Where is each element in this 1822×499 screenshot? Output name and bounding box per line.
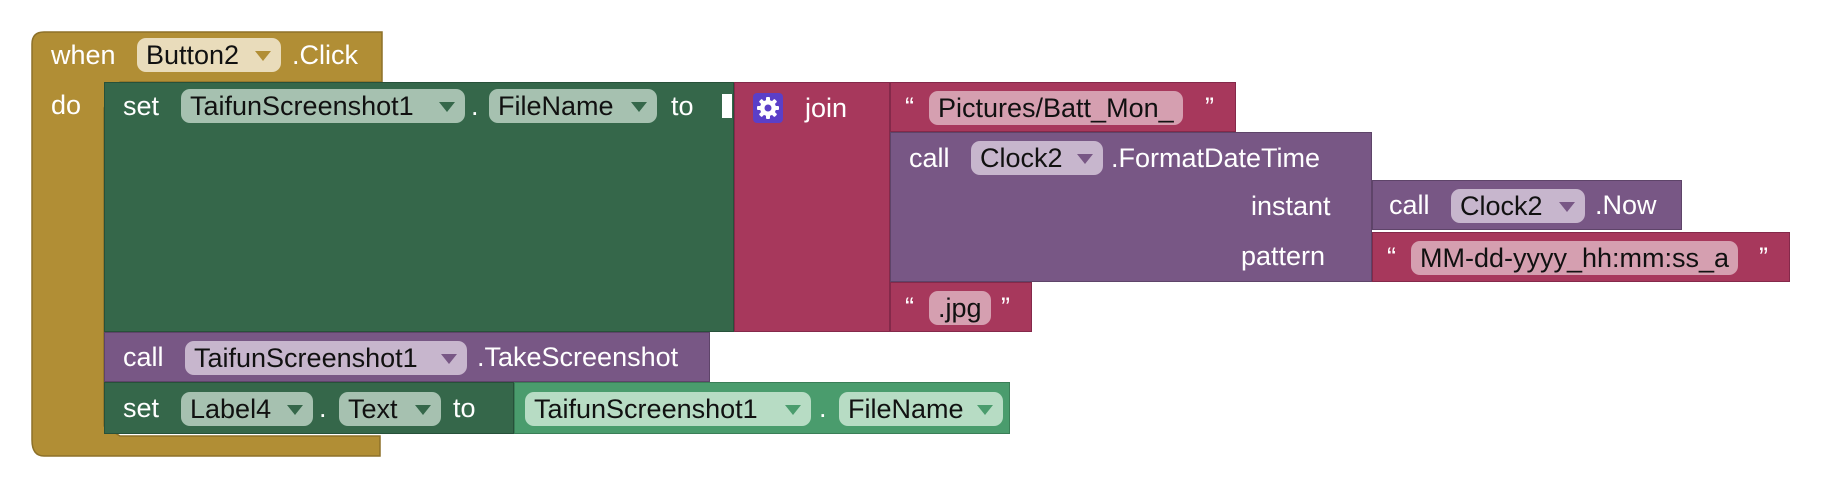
dot-separator: . xyxy=(471,91,479,121)
format-date-time-block[interactable]: call Clock2 .FormatDateTime instant patt… xyxy=(890,132,1372,282)
take-screenshot-method-label: .TakeScreenshot xyxy=(477,342,679,372)
join-label: join xyxy=(805,93,848,123)
clock-now-block[interactable]: call Clock2 .Now xyxy=(1372,180,1682,230)
chevron-down-icon xyxy=(1077,154,1093,164)
chevron-down-icon xyxy=(977,405,993,415)
format-component-dropdown[interactable]: Clock2 xyxy=(971,141,1103,175)
text-block-pictures[interactable]: “ Pictures/Batt_Mon_ ” xyxy=(890,82,1236,132)
open-quote: “ xyxy=(905,292,914,322)
text-field-pattern[interactable]: MM-dd-yyyy_hh:mm:ss_a xyxy=(1411,241,1739,275)
text-field-pictures[interactable]: Pictures/Batt_Mon_ xyxy=(929,91,1183,125)
instant-label: instant xyxy=(1251,191,1331,221)
when-label: when xyxy=(51,40,116,70)
dot-separator: . xyxy=(819,393,827,423)
text-block-pattern[interactable]: “ MM-dd-yyyy_hh:mm:ss_a ” xyxy=(1372,232,1790,282)
chevron-down-icon xyxy=(439,102,455,112)
format-method-label: .FormatDateTime xyxy=(1111,143,1321,173)
label-property-name: Text xyxy=(348,394,398,424)
call-label: call xyxy=(909,143,950,173)
open-quote: “ xyxy=(905,92,914,122)
event-component-name: Button2 xyxy=(146,40,240,70)
chevron-down-icon xyxy=(255,51,271,61)
event-name-label: .Click xyxy=(292,40,358,70)
now-component-dropdown[interactable]: Clock2 xyxy=(1451,189,1585,223)
getter-component-name: TaifunScreenshot1 xyxy=(534,394,758,424)
getter-property-name: FileName xyxy=(848,394,964,424)
close-quote: ” xyxy=(1001,292,1010,322)
event-component-dropdown[interactable]: Button2 xyxy=(137,38,281,72)
take-screenshot-block[interactable]: call TaifunScreenshot1 .TakeScreenshot xyxy=(104,332,710,382)
label-component-name: Label4 xyxy=(190,394,272,424)
to-label: to xyxy=(671,91,694,121)
chevron-down-icon xyxy=(287,405,303,415)
now-component-name: Clock2 xyxy=(1460,191,1543,221)
call-label: call xyxy=(1389,190,1430,220)
text-field-jpg[interactable]: .jpg xyxy=(929,291,991,325)
chevron-down-icon xyxy=(1559,202,1575,212)
screenshot-component-dropdown[interactable]: TaifunScreenshot1 xyxy=(185,341,467,375)
chevron-down-icon xyxy=(785,405,801,415)
pattern-label: pattern xyxy=(1241,241,1326,271)
format-component-name: Clock2 xyxy=(980,143,1063,173)
set-filename-block[interactable]: set TaifunScreenshot1 . FileName to xyxy=(104,82,734,332)
set-property-name: FileName xyxy=(498,91,614,121)
screenshot-component-name: TaifunScreenshot1 xyxy=(194,343,418,373)
close-quote: ” xyxy=(1759,242,1768,272)
set-component-dropdown[interactable]: TaifunScreenshot1 xyxy=(181,89,465,123)
set-label: set xyxy=(123,393,160,423)
set-property-dropdown[interactable]: FileName xyxy=(489,89,657,123)
now-method-label: .Now xyxy=(1595,190,1657,220)
do-label: do xyxy=(51,90,82,120)
close-quote: ” xyxy=(1205,92,1214,122)
dot-separator: . xyxy=(319,393,327,423)
label-component-dropdown[interactable]: Label4 xyxy=(181,392,313,426)
chevron-down-icon xyxy=(441,354,457,364)
call-label: call xyxy=(123,342,164,372)
chevron-down-icon xyxy=(415,405,431,415)
join-input-connector xyxy=(722,94,732,118)
open-quote: “ xyxy=(1387,242,1396,272)
getter-component-dropdown[interactable]: TaifunScreenshot1 xyxy=(525,392,811,426)
gear-icon[interactable] xyxy=(753,93,783,123)
getter-filename-block[interactable]: TaifunScreenshot1 . FileName xyxy=(514,382,1010,434)
set-label: set xyxy=(123,91,160,121)
join-block[interactable]: join xyxy=(734,82,890,332)
getter-property-dropdown[interactable]: FileName xyxy=(839,392,1003,426)
text-block-jpg[interactable]: “ .jpg ” xyxy=(890,282,1032,332)
to-label: to xyxy=(453,393,476,423)
set-label-text-block[interactable]: set Label4 . Text to xyxy=(104,382,514,434)
label-property-dropdown[interactable]: Text xyxy=(339,392,441,426)
set-component-name: TaifunScreenshot1 xyxy=(190,91,414,121)
chevron-down-icon xyxy=(631,102,647,112)
